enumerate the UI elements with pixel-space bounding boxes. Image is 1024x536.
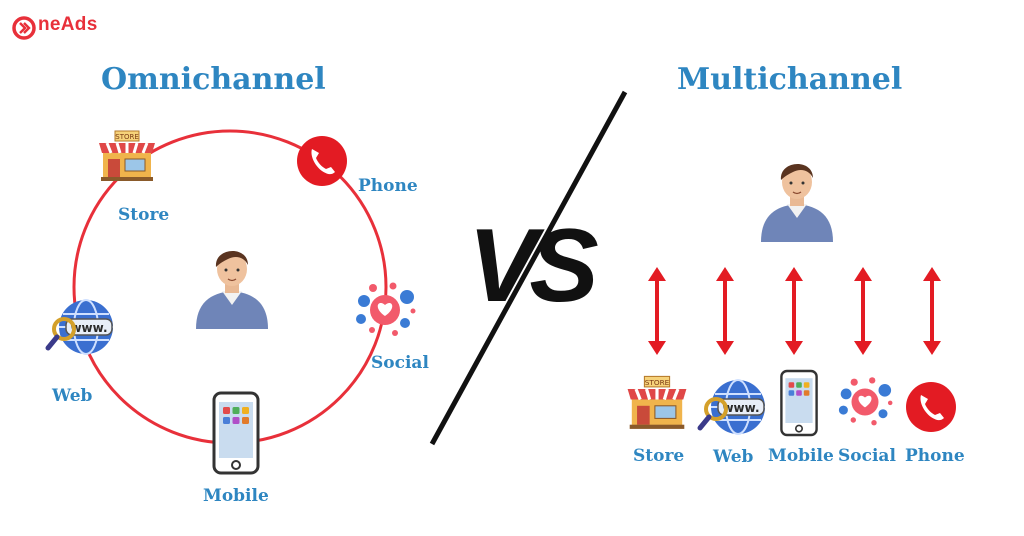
phone-icon [906,382,956,432]
omni-label-social: Social [371,353,429,373]
double-arrow-icon [646,265,668,357]
omni-label-phone: Phone [358,176,418,196]
double-arrow-icon [852,265,874,357]
mobile-icon [212,391,260,475]
divider-line [429,90,628,446]
double-arrow-icon [714,265,736,357]
oneads-logo-icon [12,16,36,40]
omni-label-mobile: Mobile [203,486,269,506]
customer-icon [760,163,834,243]
double-arrow-icon [921,265,943,357]
multi-label-phone: Phone [905,446,965,466]
phone-icon [297,136,347,186]
double-arrow-icon [783,265,805,357]
store-icon [626,374,688,431]
brand-name: neAds [38,14,98,35]
mobile-icon [780,369,818,437]
omnichannel-heading: Omnichannel [101,62,326,97]
vs-text: VS [468,208,599,324]
social-icon [838,377,893,426]
omni-label-store: Store [118,205,170,225]
brand-logo[interactable]: neAds [14,14,98,36]
omni-label-web: Web [52,386,93,406]
multi-label-social: Social [838,446,896,466]
customer-icon [195,250,269,330]
web-icon [48,300,113,354]
multichannel-heading: Multichannel [677,62,903,97]
web-icon [700,380,765,434]
store-icon [97,129,157,183]
multi-label-mobile: Mobile [768,446,834,466]
multi-label-web: Web [713,447,754,467]
multi-label-store: Store [633,446,685,466]
